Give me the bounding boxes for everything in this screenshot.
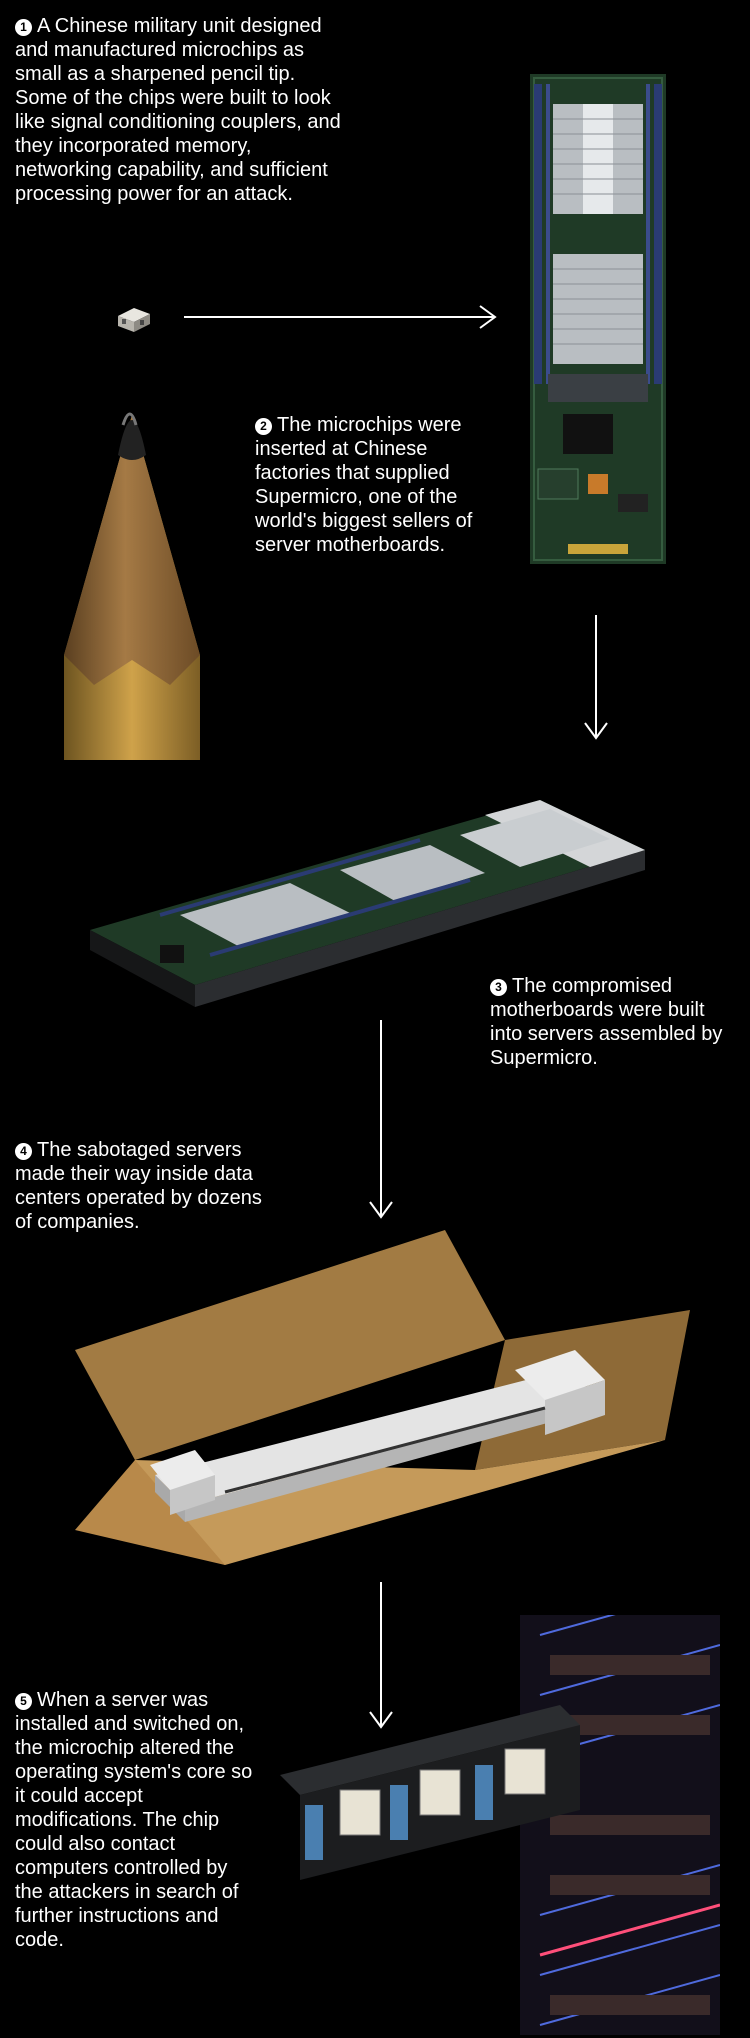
pencil-tip-illustration xyxy=(64,412,200,760)
arrow-down-icon xyxy=(369,1582,393,1729)
arrow-down-icon xyxy=(369,1020,393,1219)
step-3-number: 3 xyxy=(490,979,507,996)
motherboard-illustration xyxy=(530,74,666,564)
shipping-box-illustration xyxy=(75,1230,690,1565)
step-4-number: 4 xyxy=(15,1143,32,1160)
step-2-text: The microchips were inserted at Chinese … xyxy=(255,414,473,556)
step-1-text: A Chinese military unit designed and man… xyxy=(15,15,341,205)
step-3-text: The compromised motherboards were built … xyxy=(490,975,723,1069)
chip-icon xyxy=(118,308,150,332)
step-4-text: The sabotaged servers made their way ins… xyxy=(15,1139,262,1233)
arrow-down-icon xyxy=(584,615,608,740)
data-center-rack-illustration xyxy=(280,1615,720,2035)
step-2-number: 2 xyxy=(255,418,272,435)
step-1-number: 1 xyxy=(15,19,32,36)
step-5-number: 5 xyxy=(15,1693,32,1710)
arrow-right-icon xyxy=(184,305,497,329)
server-illustration xyxy=(90,800,645,1007)
step-5-text: When a server was installed and switched… xyxy=(15,1689,253,1951)
